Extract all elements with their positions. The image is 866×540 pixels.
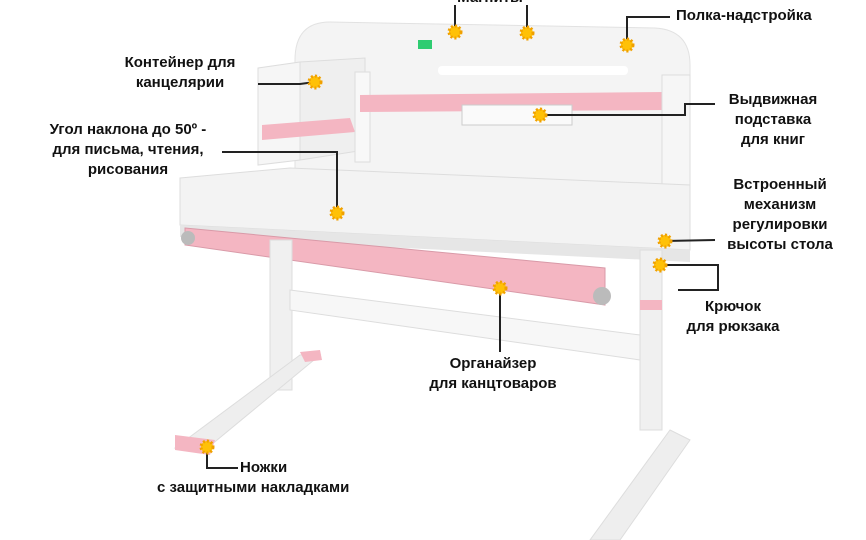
label-book-stand: Выдвижная подставка для книг <box>713 90 833 150</box>
label-line: канцелярии <box>135 74 225 91</box>
label-line: Крючок <box>705 298 761 315</box>
label-container: Контейнер для канцелярии <box>100 53 260 93</box>
right-foot <box>589 429 691 540</box>
container-side <box>257 61 301 166</box>
left-foot <box>173 354 322 451</box>
crossbar <box>289 289 641 361</box>
label-hook: Крючок для рюкзака <box>678 297 788 337</box>
sun-marker-icon <box>199 439 215 455</box>
eco-logo <box>418 40 432 49</box>
label-line: для рюкзака <box>686 318 780 335</box>
label-shelf: Полка-надстройка <box>676 7 812 24</box>
label-line: Контейнер для <box>124 54 236 71</box>
light-strip <box>438 66 628 75</box>
sun-marker-icon <box>657 233 673 249</box>
label-organizer: Органайзер для канцтоваров <box>418 354 568 394</box>
label-height-mechanism: Встроенный механизм регулировки высоты с… <box>716 175 844 255</box>
label-line: для книг <box>740 131 805 148</box>
sun-marker-icon <box>329 205 345 221</box>
label-tilt: Угол наклона до 50º - для письма, чтения… <box>28 120 228 180</box>
sun-marker-icon <box>307 74 323 90</box>
label-line: механизм <box>743 196 817 213</box>
marker-icons <box>199 24 673 455</box>
label-magnets: Магниты <box>440 0 540 8</box>
container-pink-shelf <box>262 118 355 140</box>
label-line: Выдвижная <box>728 91 818 108</box>
label-line: Органайзер <box>449 355 537 372</box>
label-line: подставка <box>734 111 812 128</box>
sun-marker-icon <box>652 257 668 273</box>
label-line: регулировки <box>732 216 828 233</box>
label-legs-title: Ножки <box>240 459 288 476</box>
label-line: высоты стола <box>727 236 833 253</box>
label-line: Угол наклона до 50º - <box>49 121 207 138</box>
sun-marker-icon <box>492 280 508 296</box>
label-line: для канцтоваров <box>429 375 557 392</box>
shelf-pink <box>360 92 665 112</box>
label-line: Встроенный <box>733 176 827 193</box>
sun-marker-icon <box>519 25 535 41</box>
desktop <box>179 167 691 251</box>
right-leg <box>639 249 663 431</box>
sun-marker-icon <box>532 107 548 123</box>
label-legs-sub: с защитными накладками <box>157 479 350 496</box>
left-leg <box>269 239 293 391</box>
sun-marker-icon <box>447 24 463 40</box>
label-line: рисования <box>87 161 169 178</box>
sun-marker-icon <box>619 37 635 53</box>
label-line: для письма, чтения, <box>52 141 204 158</box>
